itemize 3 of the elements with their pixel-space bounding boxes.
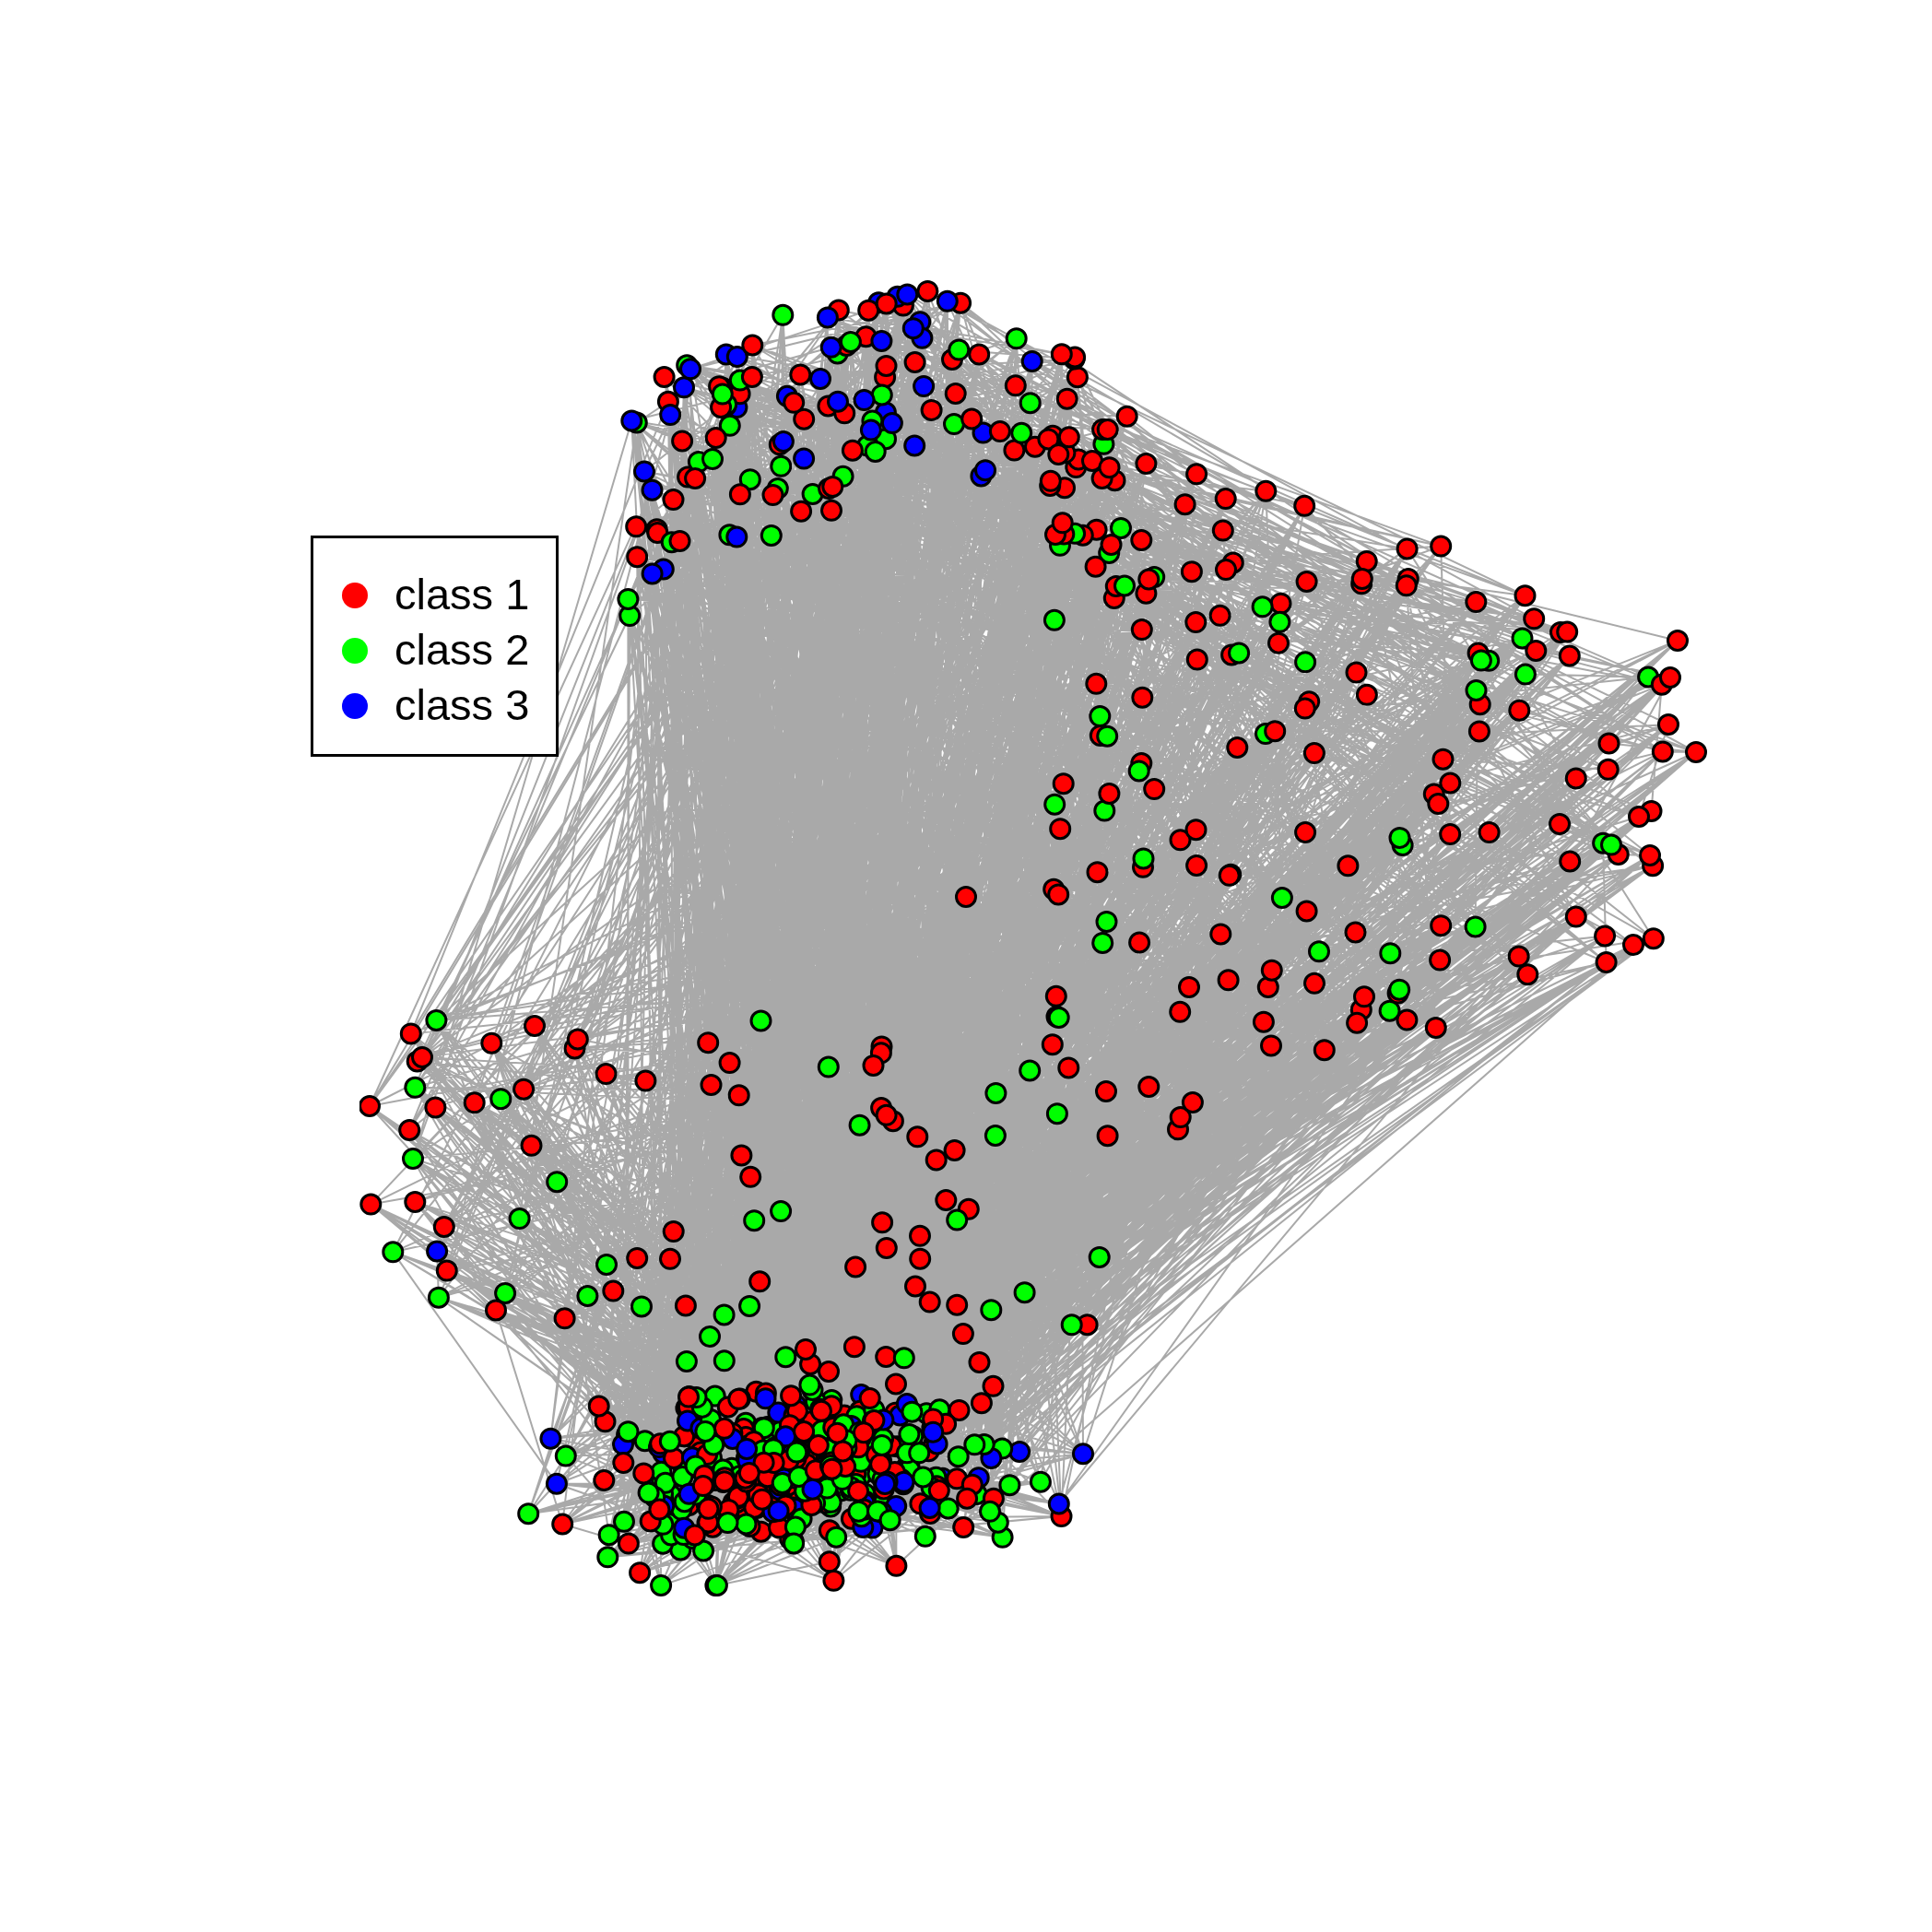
- legend-label: class 1: [395, 570, 530, 619]
- legend-label: class 3: [395, 680, 530, 730]
- legend-label: class 2: [395, 625, 530, 675]
